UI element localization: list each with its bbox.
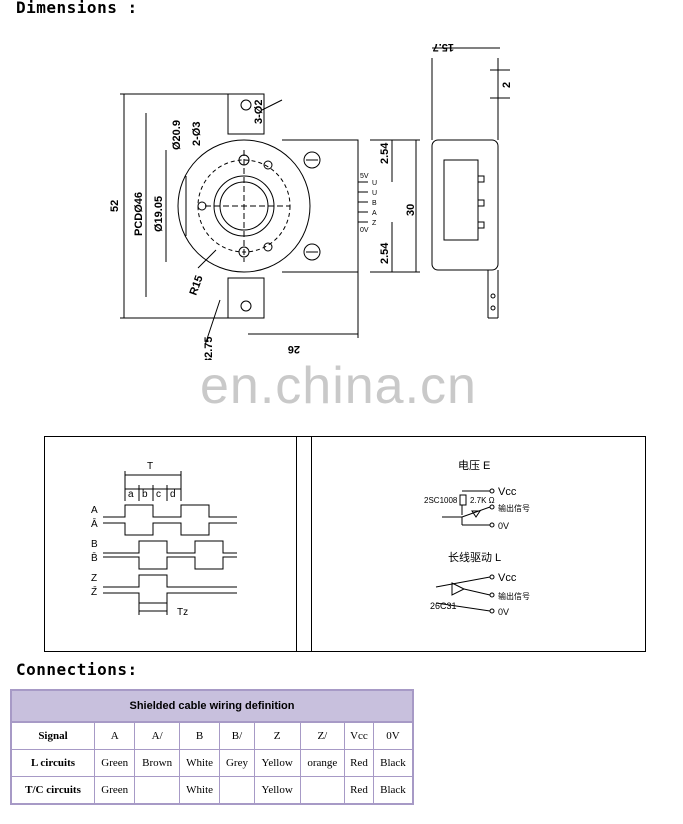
vcc-label: Vcc [498, 486, 517, 498]
dim-15-7: 15.7 [433, 41, 454, 53]
encoder-body-disc [177, 139, 311, 273]
table-header-cell: Z [253, 721, 301, 750]
dim-2-54-top: 2.54 [379, 142, 391, 164]
dim-pcd: PCDØ46 [133, 192, 145, 236]
side-view-body [431, 139, 499, 271]
table-header-cell: A/ [134, 721, 180, 750]
connections-heading: Connections: [16, 660, 138, 679]
phase-label: b [142, 489, 148, 500]
dim-r15: R15 [188, 274, 206, 297]
output-signal2-label: 输出信号 [498, 591, 530, 601]
table-cell: Green [93, 776, 136, 805]
dim-32-75: 32.75 [203, 336, 215, 360]
channel-label: B [91, 539, 98, 550]
output-circuit-panel: 电压 E Vcc 2SC1008 2.7K Ω 输出信号 0V 长线驱动 L V… [311, 436, 646, 652]
table-cell: Red [344, 749, 374, 777]
ov2-label: 0V [498, 607, 509, 617]
mount-ear-top [227, 93, 265, 135]
table-cell: orange [299, 749, 346, 777]
dimensions-heading: Dimensions : [16, 0, 138, 17]
dim-d19-05: Ø19.05 [153, 196, 165, 232]
table-cell: Yellow [253, 776, 301, 805]
timing-diagram-panel: T a b c d A Ā B B̄ Z Z̄ Tz [44, 436, 298, 652]
pin-label: U [372, 190, 377, 197]
mount-hole-bottom [240, 300, 252, 312]
table-cell: White [178, 749, 221, 777]
table-cell: Brown [134, 749, 180, 777]
table-header-cell: Signal [10, 721, 95, 750]
pin-label: 0V [360, 227, 369, 234]
phase-label: a [128, 489, 134, 500]
dim-52: 52 [109, 200, 121, 212]
dim-2: 2 [501, 82, 513, 88]
table-header-cell: Z/ [299, 721, 346, 750]
table-cell: Red [344, 776, 374, 805]
phase-label: d [170, 489, 176, 500]
table-cell [299, 776, 346, 805]
table-cell: Black [372, 749, 414, 777]
table-header-cell: Vcc [344, 721, 374, 750]
ov-label: 0V [498, 521, 509, 531]
dim-26: 26 [288, 343, 300, 355]
channel-label: A [91, 505, 98, 516]
watermark: en.china.cn [200, 357, 477, 415]
tz-label: Tz [177, 607, 188, 618]
part-26c31: 26C31 [430, 601, 457, 611]
table-header-row: Signal A A/ B B/ Z Z/ Vcc 0V [10, 721, 414, 750]
table-title-row: Shielded cable wiring definition [10, 689, 414, 723]
dim-d20-9: Ø20.9 [171, 120, 183, 150]
mount-hole-top [240, 99, 252, 111]
dim-holes-2: 2-Ø3 [191, 122, 203, 146]
table-row: L circuits Green Brown White Grey Yellow… [10, 749, 414, 777]
dim-2-54-bottom: 2.54 [379, 242, 391, 264]
table-header-cell: 0V [372, 721, 414, 750]
table-cell: White [178, 776, 221, 805]
table-title: Shielded cable wiring definition [10, 689, 414, 723]
vcc2-label: Vcc [498, 572, 517, 584]
table-cell: T/C circuits [10, 776, 95, 805]
phase-label: c [156, 489, 161, 500]
circuit-l-title: 长线驱动 L [448, 550, 501, 564]
channel-label: B̄ [91, 551, 98, 564]
table-cell: Grey [219, 749, 255, 777]
output-circuit-diagram: 电压 E Vcc 2SC1008 2.7K Ω 输出信号 0V 长线驱动 L V… [424, 459, 530, 617]
dim-holes-3: 3-Ø2 [253, 100, 265, 124]
table-cell: Yellow [253, 749, 301, 777]
pin-label: B [372, 200, 377, 207]
pin-label: U [372, 180, 377, 187]
mechanical-drawing: 52 PCDØ46 Ø20.9 Ø19.05 2-Ø3 3-Ø2 R15 32.… [109, 41, 513, 360]
circuit-e-title: 电压 E [458, 459, 490, 472]
pin-labels: U U B A Z 5V 0V [360, 173, 377, 234]
panel-separator [296, 436, 312, 652]
channel-label: Z̄ [91, 585, 97, 598]
table-header-cell: B [178, 721, 221, 750]
table-row: T/C circuits Green White Yellow Red Blac… [10, 776, 414, 805]
table-cell: Black [372, 776, 414, 805]
table-header-cell: A [93, 721, 136, 750]
table-header-cell: B/ [219, 721, 255, 750]
channel-label: Z [91, 573, 97, 584]
pin-label: Z [372, 220, 377, 227]
output-signal-label: 输出信号 [498, 503, 530, 513]
table-cell: Green [93, 749, 136, 777]
table-cell: L circuits [10, 749, 95, 777]
mount-ear-bottom [227, 277, 265, 319]
table-cell [134, 776, 180, 805]
pin-label: 5V [360, 173, 369, 180]
resistor-label: 2.7K Ω [470, 496, 495, 505]
table-cell [219, 776, 255, 805]
period-label: T [147, 461, 153, 472]
wiring-table: Shielded cable wiring definition Signal … [10, 689, 414, 805]
connector-housing [282, 139, 359, 273]
pin-label: A [372, 210, 377, 217]
timing-diagram: T a b c d A Ā B B̄ Z Z̄ Tz [91, 461, 237, 618]
dim-30: 30 [405, 204, 417, 216]
part-2sc1008: 2SC1008 [424, 496, 458, 505]
channel-label: Ā [91, 518, 98, 530]
